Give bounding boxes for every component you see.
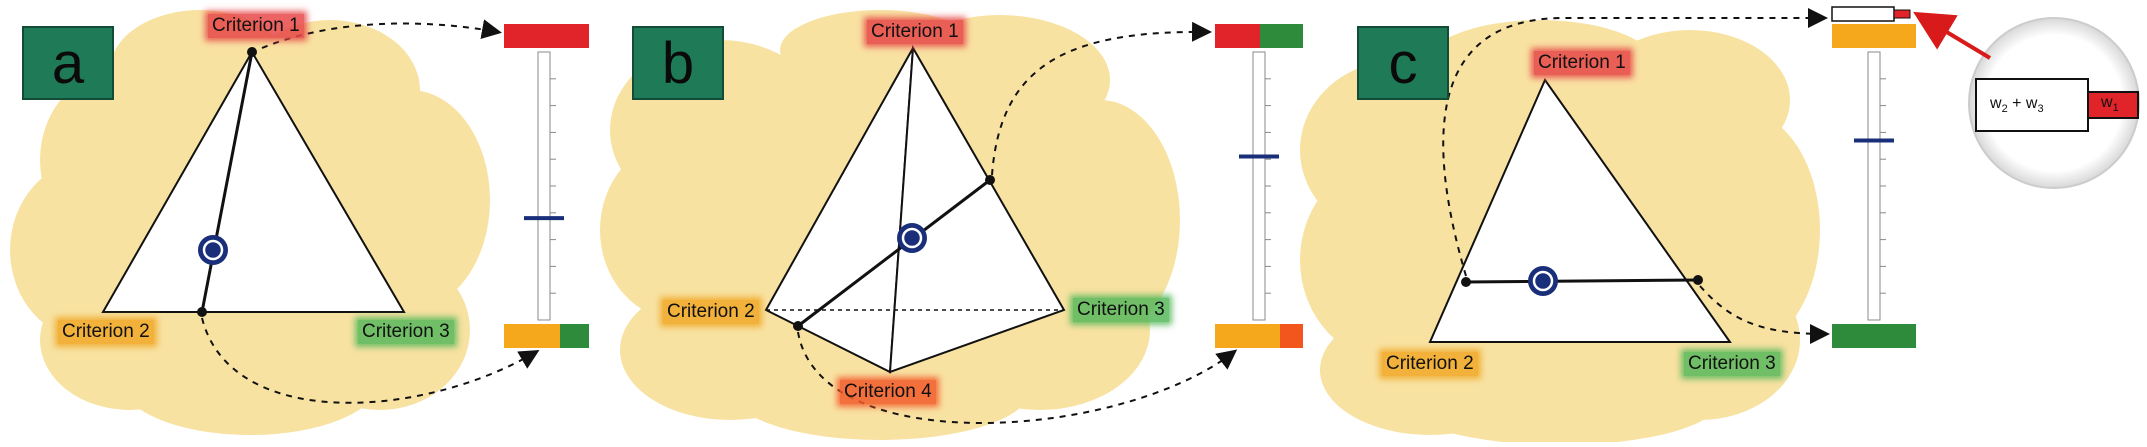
panel-a-arrow-top [261, 19, 502, 49]
slider-ticks [1265, 78, 1271, 294]
panel-a-top-bar-red [504, 24, 589, 48]
panel-b-edge-point-1 [985, 175, 995, 185]
panel-a-slider-track[interactable] [537, 51, 551, 321]
zoom-w1-w: w [2101, 94, 2113, 111]
panel-c-edge-point-right [1693, 275, 1703, 285]
panel-c-slider-track[interactable] [1867, 51, 1881, 321]
panel-b-badge: b [632, 26, 724, 100]
zoom-pointer-arrow [1913, 11, 1992, 60]
zoom-callout [1913, 11, 2140, 189]
panel-c-top-thin-bar-red [1893, 9, 1911, 19]
panel-b-top-bar-red [1215, 24, 1260, 48]
zoom-red-bar-label: w1 [2101, 94, 2119, 114]
zoom-w1-sub: 1 [2112, 102, 2119, 115]
panel-a-criterion-2-label: Criterion 2 [58, 320, 154, 344]
panel-a-edge-point [197, 307, 207, 317]
panel-c-criterion-2-label: Criterion 2 [1382, 352, 1478, 376]
panel-c-arrow-bottom [1699, 285, 1830, 344]
panel-c-edge-point-left [1461, 277, 1471, 287]
panel-c-triangle [1428, 77, 1732, 343]
panel-a-selection-line [200, 51, 254, 313]
panel-c [1300, 6, 2140, 445]
panel-c-arrow-top [1442, 8, 1828, 277]
zoom-wide-bar-label: w2 + w3 [1990, 95, 2044, 115]
panel-c-criterion-1-label: Criterion 1 [1534, 51, 1630, 75]
panel-b-bottom-bar-redorange [1280, 324, 1303, 348]
panel-a-bottom-bar-orange [504, 324, 560, 348]
panel-c-top-thin-bar [1831, 6, 1895, 22]
panel-b-criterion-3-label: Criterion 3 [1073, 298, 1169, 322]
panel-a-bottom-bar-green [560, 324, 589, 348]
panel-a-rotate-handle-icon[interactable] [198, 235, 228, 265]
zoom-w23-w: w [1990, 95, 2002, 112]
slider-ticks [1880, 78, 1886, 294]
panel-b-arrow-bottom [797, 331, 1238, 424]
panel-c-selection-line [1465, 278, 1699, 284]
panel-c-badge: c [1357, 26, 1449, 100]
panel-b-criterion-2-label: Criterion 2 [663, 300, 759, 324]
panel-b-edge-point-2 [793, 321, 803, 331]
zoom-w23-sub-b: 3 [2037, 103, 2044, 116]
panel-a-vertex-point [247, 47, 257, 57]
panel-b-criterion-1-label: Criterion 1 [867, 20, 963, 44]
panel-c-top-bar-orange [1832, 24, 1916, 48]
panel-a-badge: a [22, 26, 114, 100]
panel-b [600, 10, 1303, 440]
panel-c-rotate-handle-icon[interactable] [1528, 266, 1558, 296]
panel-b-top-bar-green [1260, 24, 1303, 48]
panel-b-selection-line [797, 178, 991, 328]
panel-c-criterion-3-label: Criterion 3 [1684, 352, 1780, 376]
slider-ticks [550, 78, 556, 294]
zoom-w23-plus: + w [2007, 95, 2038, 112]
zoom-red-bar [2087, 91, 2139, 119]
panel-a-arrow-bottom [201, 317, 540, 404]
panel-b-arrow-top [991, 21, 1212, 176]
panel-b-criterion-4-label: Criterion 4 [840, 380, 936, 404]
panel-c-bottom-bar-green [1832, 324, 1916, 348]
panel-a-criterion-1-label: Criterion 1 [208, 14, 304, 38]
panel-b-bottom-bar-orange [1215, 324, 1280, 348]
panel-b-rotate-handle-icon[interactable] [897, 223, 927, 253]
panel-b-slider-track[interactable] [1252, 51, 1266, 321]
panel-a-criterion-3-label: Criterion 3 [358, 320, 454, 344]
panel-a-triangle [101, 50, 406, 313]
zoom-w23-sub-a: 2 [2001, 103, 2008, 116]
